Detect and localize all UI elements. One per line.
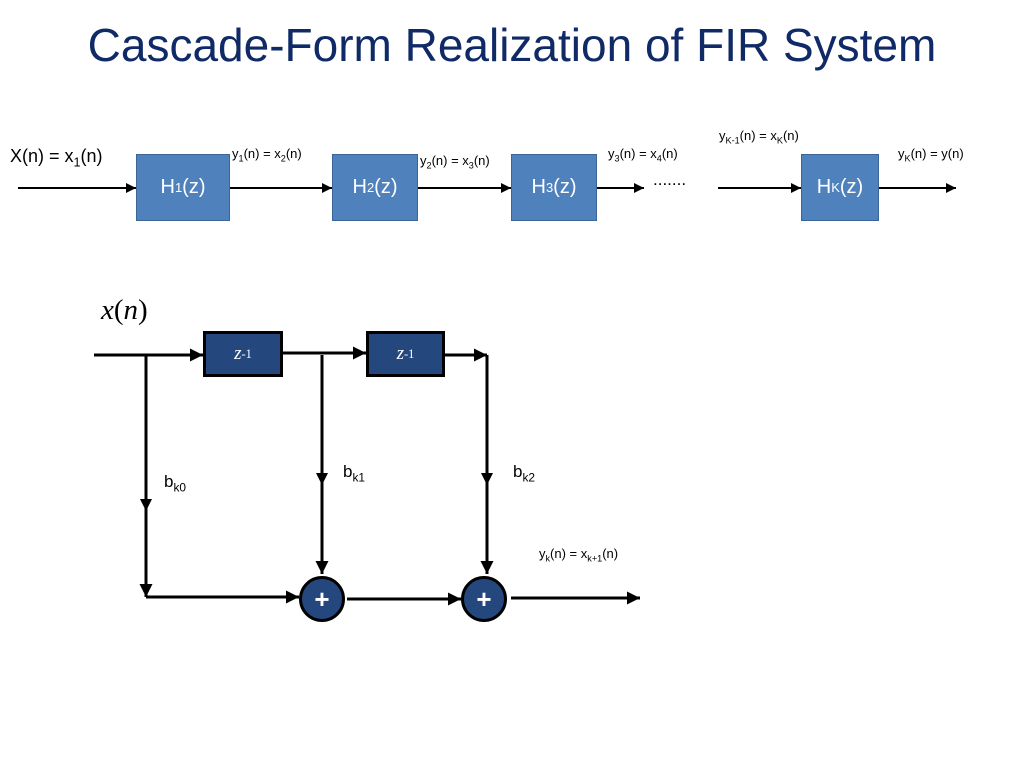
cascade-output-label: yK(n) = y(n) [898,146,964,164]
section-output-label: yk(n) = xk+1(n) [539,546,619,564]
coefficient-bk2: bk2 [513,462,536,485]
coefficient-bk0: bk0 [164,472,187,495]
signal-label-1: y1(n) = x2(n) [232,146,302,164]
cascade-ellipsis: ....... [653,170,687,189]
section-input-label: x(n) [101,294,148,326]
tap-1-arrow [316,473,328,485]
signal-label-2: y2(n) = x3(n) [420,153,490,171]
cascade-input-label: X(n) = x1(n) [10,146,103,170]
coefficient-bk1: bk1 [343,462,366,485]
signal-label-k: yK-1(n) = xK(n) [719,128,799,146]
page-title: Cascade-Form Realization of FIR System [87,19,937,71]
tap-0-arrow [140,499,152,511]
adder-2: + [461,576,507,622]
signal-label-3: y3(n) = x4(n) [608,146,678,164]
delay-block-1: z-1 [203,331,283,377]
tap-2-arrow [481,473,493,485]
adder-1: + [299,576,345,622]
delay-block-2: z-1 [366,331,445,377]
